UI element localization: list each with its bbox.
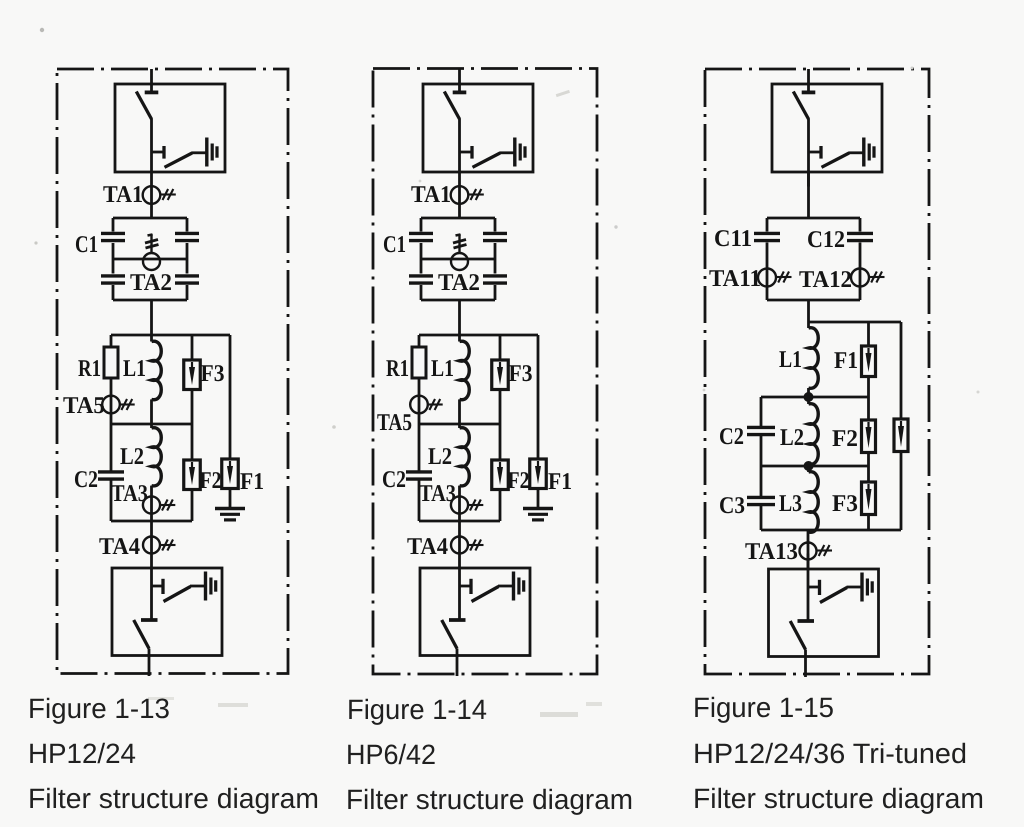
- svg-text:F3: F3: [201, 361, 225, 387]
- svg-text:TA5: TA5: [63, 393, 105, 419]
- svg-text:Figure 1-13: Figure 1-13: [28, 693, 170, 724]
- svg-text:F1: F1: [548, 469, 572, 495]
- svg-text:C1: C1: [383, 232, 406, 258]
- svg-text:TA1: TA1: [411, 182, 451, 208]
- svg-text:L2: L2: [428, 444, 452, 470]
- svg-text:L2: L2: [120, 444, 144, 470]
- svg-text:TA4: TA4: [407, 534, 448, 560]
- svg-text:L1: L1: [779, 347, 802, 373]
- svg-text:TA3: TA3: [419, 481, 456, 507]
- svg-text:F2: F2: [508, 468, 530, 494]
- svg-text:Figure 1-14: Figure 1-14: [347, 694, 487, 725]
- svg-text:C2: C2: [74, 467, 98, 493]
- svg-text:TA5: TA5: [377, 410, 412, 436]
- svg-text:L1: L1: [431, 356, 454, 382]
- svg-text:Filter structure diagram: Filter structure diagram: [693, 783, 984, 814]
- svg-text:TA11: TA11: [709, 266, 761, 292]
- svg-text:Filter structure diagram: Filter structure diagram: [346, 784, 633, 815]
- svg-text:F1: F1: [834, 348, 858, 374]
- svg-text:C3: C3: [719, 493, 745, 519]
- svg-text:C2: C2: [719, 424, 744, 450]
- svg-text:Figure 1-15: Figure 1-15: [693, 692, 834, 723]
- svg-text:HP6/42: HP6/42: [346, 739, 436, 770]
- svg-text:R1: R1: [78, 356, 101, 382]
- svg-text:TA2: TA2: [438, 270, 480, 296]
- svg-text:F3: F3: [509, 361, 533, 387]
- svg-text:TA3: TA3: [111, 481, 148, 507]
- svg-text:L2: L2: [780, 425, 804, 451]
- svg-text:TA2: TA2: [130, 270, 172, 296]
- svg-text:TA13: TA13: [745, 539, 798, 565]
- svg-text:F2: F2: [832, 426, 858, 452]
- svg-text:R1: R1: [386, 356, 409, 382]
- svg-text:L3: L3: [779, 491, 802, 517]
- svg-text:TA1: TA1: [103, 182, 143, 208]
- svg-text:F2: F2: [200, 468, 222, 494]
- svg-text:L1: L1: [123, 356, 146, 382]
- svg-text:C11: C11: [714, 226, 752, 252]
- svg-text:F1: F1: [240, 469, 264, 495]
- svg-text:HP12/24/36 Tri-tuned: HP12/24/36 Tri-tuned: [693, 738, 967, 769]
- svg-text:F3: F3: [832, 491, 858, 517]
- svg-text:C1: C1: [75, 232, 98, 258]
- svg-text:Filter structure diagram: Filter structure diagram: [28, 783, 319, 814]
- svg-text:TA12: TA12: [799, 267, 852, 293]
- svg-text:C2: C2: [382, 467, 406, 493]
- svg-text:C12: C12: [807, 227, 845, 253]
- svg-text:TA4: TA4: [99, 534, 140, 560]
- svg-text:HP12/24: HP12/24: [28, 738, 136, 769]
